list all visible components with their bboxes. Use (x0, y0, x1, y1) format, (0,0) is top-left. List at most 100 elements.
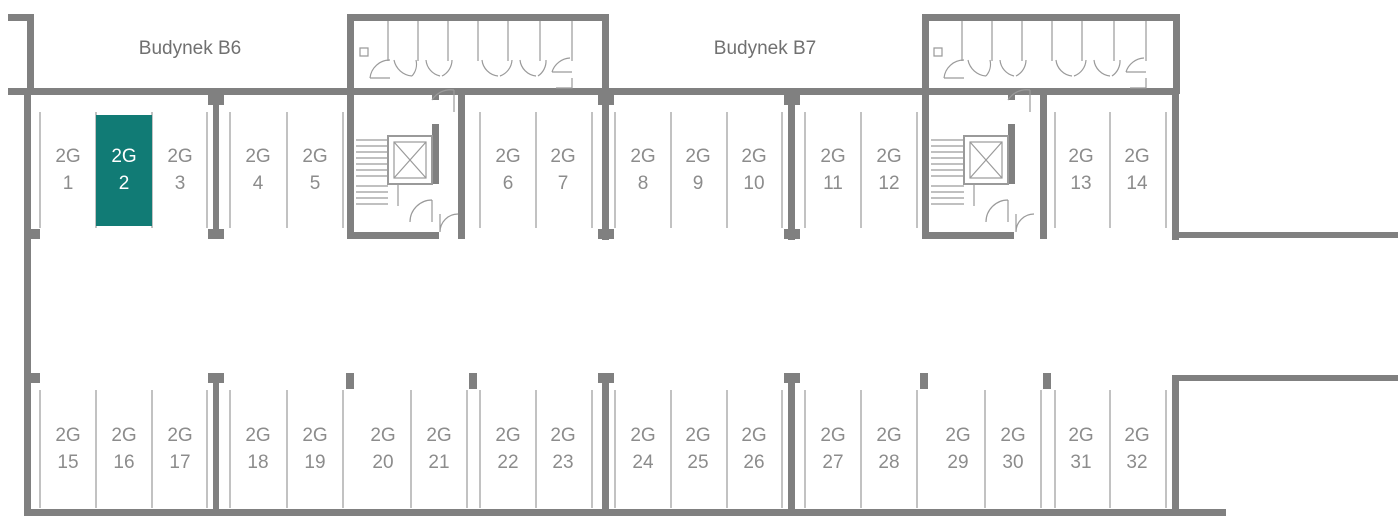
spot-prefix: 2G (741, 425, 766, 446)
spot-number: 3 (175, 173, 186, 194)
building-label-b7: Budynek B7 (714, 38, 816, 59)
spot-prefix: 2G (630, 146, 655, 167)
spot-number: 12 (878, 173, 899, 194)
spot-prefix: 2G (820, 425, 845, 446)
spot-number: 1 (63, 173, 74, 194)
spot-number: 28 (878, 452, 899, 473)
spot-prefix: 2G (302, 425, 327, 446)
parking-spot-5[interactable]: 2G5 (287, 115, 343, 226)
spot-number: 16 (113, 452, 134, 473)
storage-room-b6 (359, 21, 573, 112)
spot-prefix: 2G (426, 425, 451, 446)
spot-prefix: 2G (1068, 425, 1093, 446)
spot-number: 17 (169, 452, 190, 473)
parking-spot-8[interactable]: 2G8 (615, 115, 671, 226)
spot-prefix: 2G (741, 146, 766, 167)
parking-spot-9[interactable]: 2G9 (670, 115, 726, 226)
spot-prefix: 2G (876, 146, 901, 167)
spot-number: 30 (1002, 452, 1023, 473)
walls (8, 14, 1398, 516)
parking-spot-6[interactable]: 2G6 (480, 115, 536, 226)
spot-prefix: 2G (55, 425, 80, 446)
parking-spot-4[interactable]: 2G4 (230, 115, 286, 226)
spot-prefix: 2G (1124, 146, 1149, 167)
spot-prefix: 2G (1000, 425, 1025, 446)
spot-number: 22 (497, 452, 518, 473)
storage-room-b7 (933, 21, 1147, 112)
spot-prefix: 2G (1124, 425, 1149, 446)
spot-number: 23 (552, 452, 573, 473)
spot-prefix: 2G (685, 425, 710, 446)
parking-spot-2[interactable]: 2G2 (96, 115, 152, 226)
spot-number: 13 (1070, 173, 1091, 194)
spot-number: 24 (632, 452, 654, 473)
spot-number: 26 (743, 452, 764, 473)
spot-number: 2 (119, 173, 130, 194)
spot-number: 14 (1126, 173, 1148, 194)
spot-prefix: 2G (111, 146, 136, 167)
spot-prefix: 2G (495, 146, 520, 167)
spot-prefix: 2G (685, 146, 710, 167)
spot-prefix: 2G (55, 146, 80, 167)
spot-number: 27 (822, 452, 843, 473)
spot-prefix: 2G (167, 146, 192, 167)
spot-number: 9 (693, 173, 704, 194)
spot-number: 6 (503, 173, 514, 194)
spot-number: 19 (304, 452, 325, 473)
spot-number: 21 (428, 452, 449, 473)
spot-prefix: 2G (111, 425, 136, 446)
spot-number: 20 (372, 452, 393, 473)
spot-prefix: 2G (1068, 146, 1093, 167)
parking-spot-7[interactable]: 2G7 (535, 115, 591, 226)
spot-number: 32 (1126, 452, 1147, 473)
spot-number: 10 (743, 173, 764, 194)
spot-number: 8 (638, 173, 649, 194)
parking-spot-3[interactable]: 2G3 (152, 115, 208, 226)
spot-prefix: 2G (495, 425, 520, 446)
stair-core-b6 (356, 135, 459, 233)
spot-number: 5 (310, 173, 321, 194)
spot-prefix: 2G (550, 146, 575, 167)
spot-prefix: 2G (945, 425, 970, 446)
spot-number: 11 (823, 173, 843, 194)
parking-spot-1[interactable]: 2G1 (40, 115, 96, 226)
spot-prefix: 2G (245, 425, 270, 446)
spot-number: 4 (253, 173, 264, 194)
building-label-b6: Budynek B6 (139, 38, 241, 59)
spot-prefix: 2G (302, 146, 327, 167)
spot-number: 7 (558, 173, 569, 194)
spot-prefix: 2G (550, 425, 575, 446)
stair-core-b7 (931, 135, 1035, 233)
spot-number: 15 (57, 452, 78, 473)
spot-prefix: 2G (167, 425, 192, 446)
spot-number: 25 (687, 452, 708, 473)
spot-prefix: 2G (630, 425, 655, 446)
stall-dividers (39, 112, 1167, 508)
spot-prefix: 2G (245, 146, 270, 167)
spot-number: 18 (247, 452, 268, 473)
